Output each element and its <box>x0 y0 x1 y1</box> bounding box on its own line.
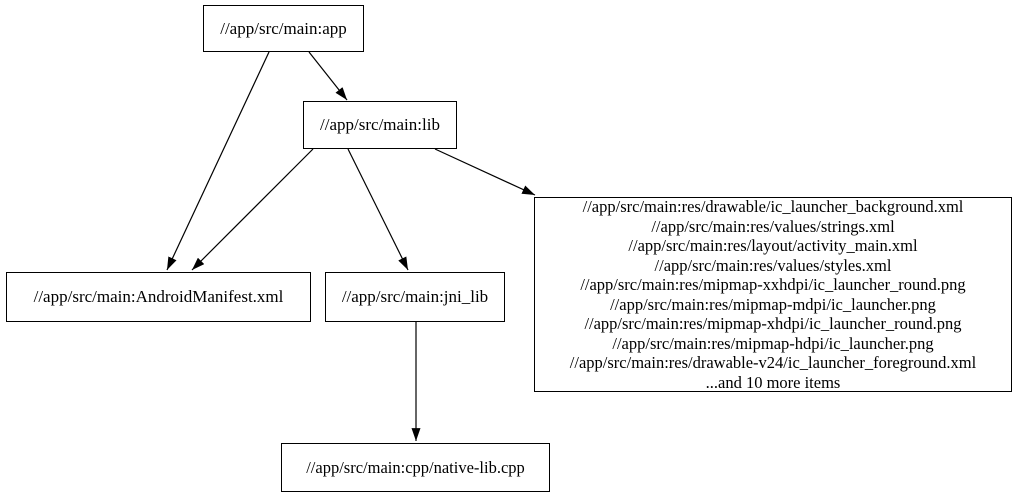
res-file-line: //app/src/main:res/mipmap-hdpi/ic_launch… <box>612 333 934 353</box>
node-app-label: //app/src/main:app <box>220 18 347 38</box>
edge-app-to-lib <box>308 51 348 101</box>
edge-app-to-androidmanifest <box>166 51 270 271</box>
node-app: //app/src/main:app <box>203 5 364 52</box>
node-jni-lib-label: //app/src/main:jni_lib <box>341 287 489 307</box>
res-file-line: //app/src/main:res/mipmap-xhdpi/ic_launc… <box>584 314 962 333</box>
node-lib-label: //app/src/main:lib <box>320 115 440 135</box>
node-androidmanifest-label: //app/src/main:AndroidManifest.xml <box>33 287 284 307</box>
res-file-line: //app/src/main:res/drawable-v24/ic_launc… <box>569 353 977 372</box>
res-file-line: //app/src/main:res/drawable/ic_launcher_… <box>582 197 964 216</box>
node-res-files-group: //app/src/main:res/drawable/ic_launcher_… <box>534 197 1012 392</box>
edge-lib-to-res <box>434 148 536 196</box>
res-file-line: //app/src/main:res/mipmap-xxhdpi/ic_laun… <box>580 275 966 294</box>
node-lib: //app/src/main:lib <box>303 101 457 149</box>
res-more-items-line: ...and 10 more items <box>705 372 841 392</box>
res-file-line: //app/src/main:res/layout/activity_main.… <box>628 236 918 255</box>
node-androidmanifest: //app/src/main:AndroidManifest.xml <box>6 272 311 322</box>
edge-lib-to-jnilib <box>347 148 409 271</box>
res-file-line: //app/src/main:res/values/strings.xml <box>651 216 895 236</box>
node-native-lib-cpp-label: //app/src/main:cpp/native-lib.cpp <box>306 457 525 477</box>
edge-lib-to-androidmanifest <box>191 148 314 271</box>
res-file-line: //app/src/main:res/mipmap-mdpi/ic_launch… <box>610 294 936 314</box>
node-jni-lib: //app/src/main:jni_lib <box>325 272 505 322</box>
node-native-lib-cpp: //app/src/main:cpp/native-lib.cpp <box>281 443 550 492</box>
res-file-line: //app/src/main:res/values/styles.xml <box>654 255 892 275</box>
